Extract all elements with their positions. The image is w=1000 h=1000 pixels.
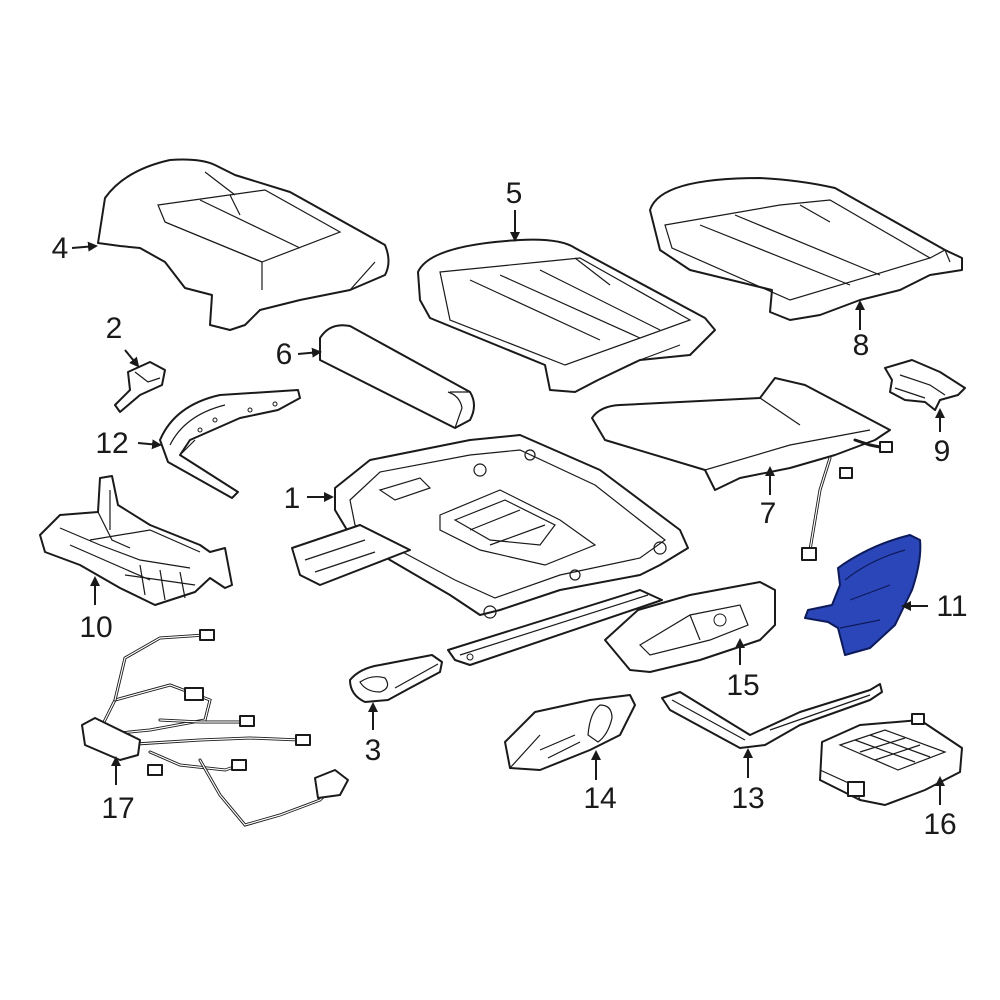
leader-2: [124, 349, 140, 368]
callout-1: 1: [284, 482, 301, 515]
callout-13: 13: [731, 782, 764, 815]
leader-lines: [71, 210, 945, 805]
part-4-seat-back-cushion[interactable]: [97, 158, 390, 331]
callout-labels: 4 5 8 6 2 12 1 7 9 10 11 3 15 14 13 16 1…: [52, 177, 968, 841]
part-7-seat-cushion-pad[interactable]: [591, 377, 893, 561]
part-8-seat-back-cover[interactable]: [649, 177, 963, 321]
part-9-bracket[interactable]: [884, 359, 966, 411]
callout-15: 15: [726, 669, 759, 702]
part-2-trim-cover[interactable]: [114, 361, 166, 413]
callout-7: 7: [760, 497, 777, 530]
leader-12: [137, 439, 162, 450]
callout-4: 4: [52, 232, 69, 265]
callout-3: 3: [365, 734, 382, 767]
callout-2: 2: [106, 312, 123, 345]
leader-6: [297, 347, 322, 358]
callout-11: 11: [936, 590, 967, 623]
callout-16: 16: [923, 808, 956, 841]
part-1-seat-frame[interactable]: [291, 434, 689, 619]
part-6-bolster-pad[interactable]: [319, 324, 475, 429]
callout-12: 12: [95, 427, 128, 460]
callout-6: 6: [276, 338, 293, 371]
callout-5: 5: [506, 177, 523, 210]
part-17-wiring-harness[interactable]: [81, 629, 349, 827]
part-15-side-shield[interactable]: [604, 581, 776, 673]
callout-9: 9: [934, 435, 951, 468]
part-13-trim-strip[interactable]: [661, 683, 883, 749]
callout-17: 17: [101, 792, 134, 825]
part-12-trim-panel[interactable]: [159, 389, 301, 499]
part-10-base-bracket[interactable]: [39, 475, 233, 606]
part-5-seat-cushion-cover[interactable]: [417, 238, 716, 393]
callout-10: 10: [79, 611, 112, 644]
leader-4: [71, 241, 98, 252]
callout-8: 8: [853, 329, 870, 362]
part-14-switch-module[interactable]: [504, 694, 636, 771]
seat-rail: [447, 589, 663, 666]
part-11-highlighted-shield[interactable]: [804, 534, 922, 656]
callout-14: 14: [583, 782, 616, 815]
part-3-handle[interactable]: [349, 654, 443, 703]
part-16-control-module[interactable]: [819, 713, 963, 806]
